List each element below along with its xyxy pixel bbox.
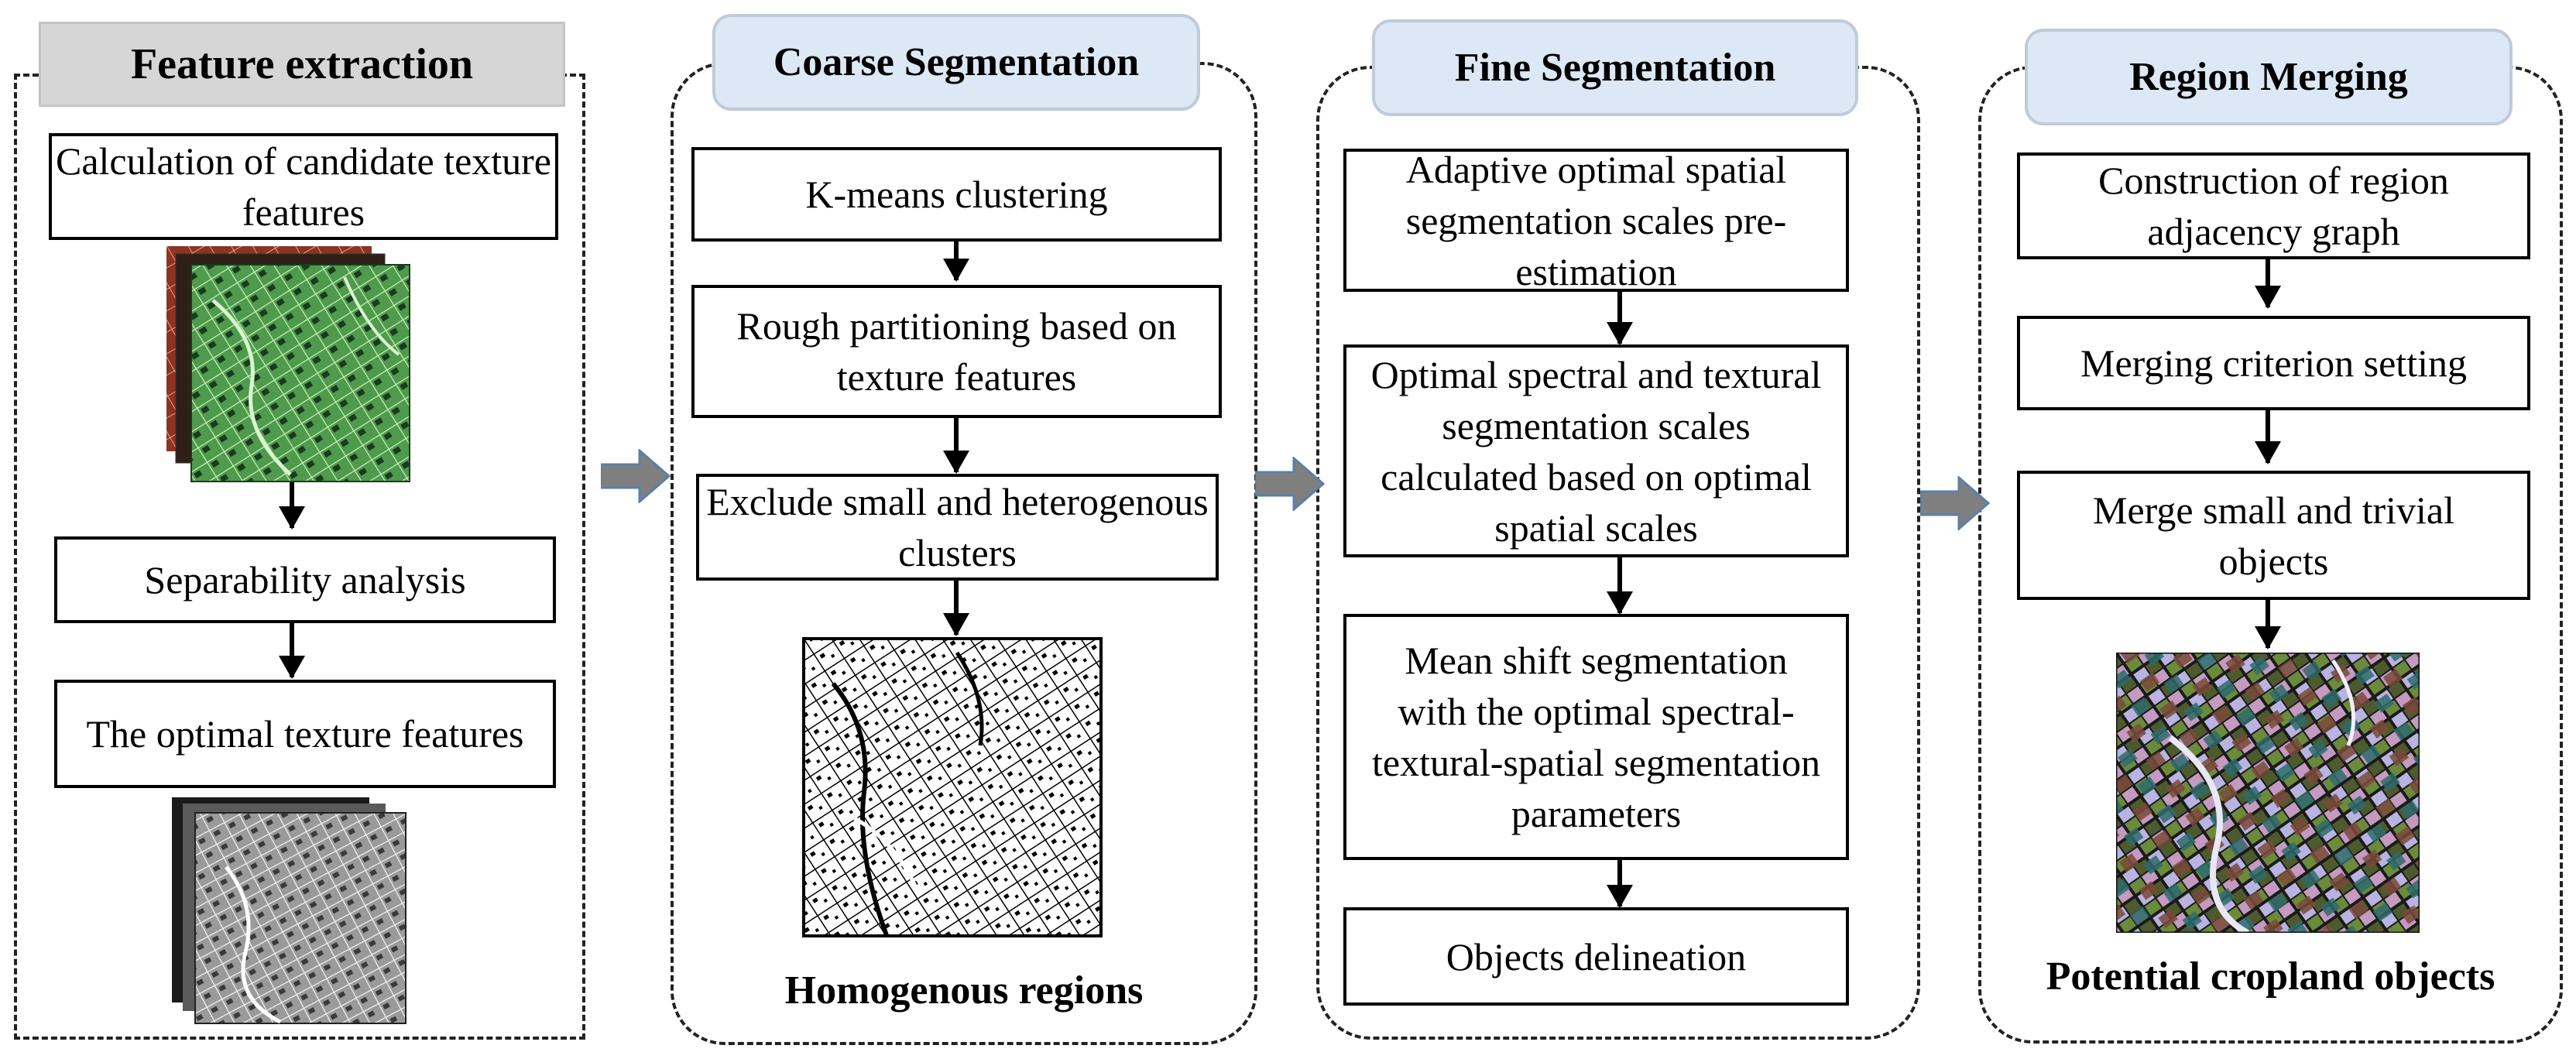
step-label: Mean shift segmentation with the optimal… (1372, 639, 1820, 835)
colored-cropland-objects-map (2116, 653, 2420, 933)
binary-homogenous-regions-map (802, 637, 1103, 937)
flow-arrow (2255, 259, 2281, 309)
flow-arrow-2 (1255, 457, 1326, 511)
mean-shift-segmentation-box: Mean shift segmentation with the optimal… (1343, 614, 1849, 860)
flow-arrow (279, 623, 305, 679)
step-label: Rough partitioning based on texture feat… (736, 304, 1177, 399)
merging-criterion-box: Merging criterion setting (2017, 316, 2530, 410)
coarse-segmentation-title: Coarse Segmentation (712, 14, 1200, 111)
flow-arrow-3 (1920, 476, 1991, 530)
step-label: Adaptive optimal spatial segmentation sc… (1405, 147, 1787, 293)
flow-arrow (943, 242, 969, 282)
rough-partitioning-box: Rough partitioning based on texture feat… (691, 285, 1222, 418)
region-adjacency-graph-box: Construction of region adjacency graph (2017, 153, 2530, 259)
step-label: Exclude small and heterogenous clusters (706, 480, 1209, 574)
exclude-small-clusters-box: Exclude small and heterogenous clusters (696, 474, 1219, 581)
grayscale-texture-stack-image (172, 797, 406, 1024)
spatial-scale-preestimation-box: Adaptive optimal spatial segmentation sc… (1343, 148, 1849, 293)
step-label: The optimal texture features (86, 712, 524, 756)
candidate-texture-features-box: Calculation of candidate texture feature… (49, 133, 558, 240)
flow-arrow (2255, 600, 2281, 649)
merge-small-objects-box: Merge small and trivial objects (2017, 471, 2530, 600)
spectral-textural-scales-box: Optimal spectral and textural segmentati… (1343, 344, 1849, 557)
homogenous-regions-caption: Homogenous regions (784, 968, 1144, 1013)
optimal-texture-features-box: The optimal texture features (54, 680, 556, 788)
potential-cropland-objects-caption: Potential cropland objects (2046, 954, 2495, 999)
flow-arrow (1607, 292, 1633, 345)
step-label: Merge small and trivial objects (2092, 488, 2455, 583)
region-merging-title: Region Merging (2025, 29, 2513, 125)
separability-analysis-box: Separability analysis (54, 536, 556, 623)
step-label: Merging criterion setting (2080, 341, 2467, 385)
kmeans-clustering-box: K-means clustering (691, 147, 1222, 242)
flow-arrow (279, 480, 305, 530)
step-label: Optimal spectral and textural segmentati… (1370, 352, 1822, 550)
flow-arrow-1 (601, 449, 671, 503)
flow-arrow (943, 581, 969, 636)
step-label: Construction of region adjacency graph (2098, 159, 2449, 253)
feature-extraction-title: Feature extraction (39, 22, 565, 107)
fine-segmentation-title: Fine Segmentation (1372, 19, 1858, 116)
flow-arrow (1607, 860, 1633, 908)
objects-delineation-box: Objects delineation (1343, 907, 1849, 1006)
step-label: Calculation of candidate texture feature… (55, 139, 551, 234)
step-label: Objects delineation (1446, 934, 1747, 978)
step-label: Separability analysis (144, 558, 466, 601)
texture-feature-stack-image (166, 246, 410, 482)
flow-arrow (2255, 410, 2281, 464)
step-label: K-means clustering (805, 173, 1108, 216)
flow-arrow (943, 418, 969, 474)
flow-arrow (1607, 557, 1633, 615)
